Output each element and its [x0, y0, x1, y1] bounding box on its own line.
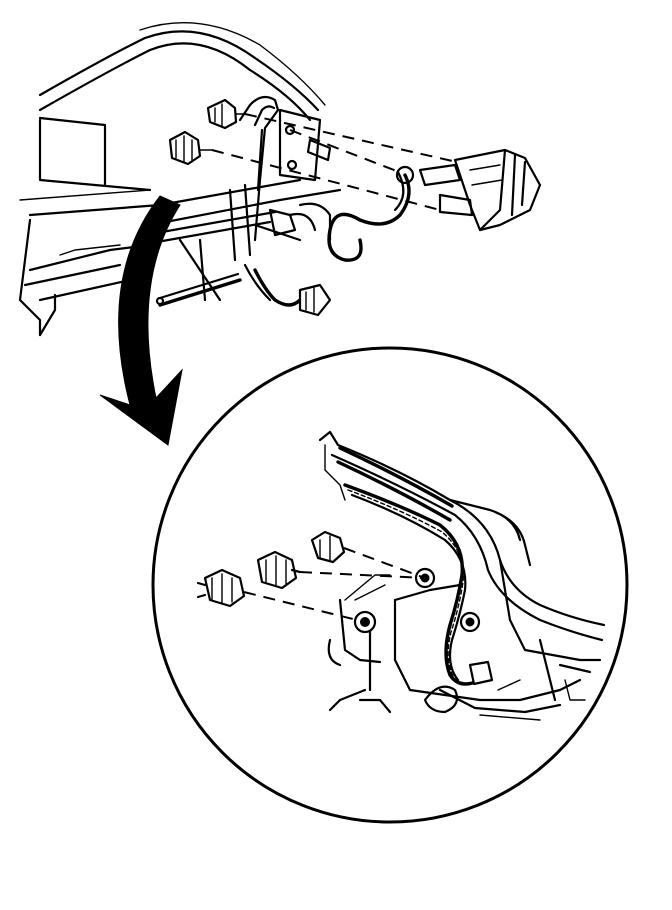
bulb	[310, 530, 346, 564]
vehicle-rear-body	[18, 22, 342, 337]
detail-magnifier-circle	[151, 346, 629, 824]
bulb-socket	[168, 130, 213, 166]
detail-callout-arrow	[99, 195, 183, 446]
bulb-socket	[196, 568, 246, 608]
bulb	[206, 98, 246, 130]
tail-lamp-assembly	[395, 148, 542, 232]
bulb-socket	[256, 550, 302, 590]
wiring-harness	[155, 170, 411, 317]
detail-view	[318, 430, 606, 721]
